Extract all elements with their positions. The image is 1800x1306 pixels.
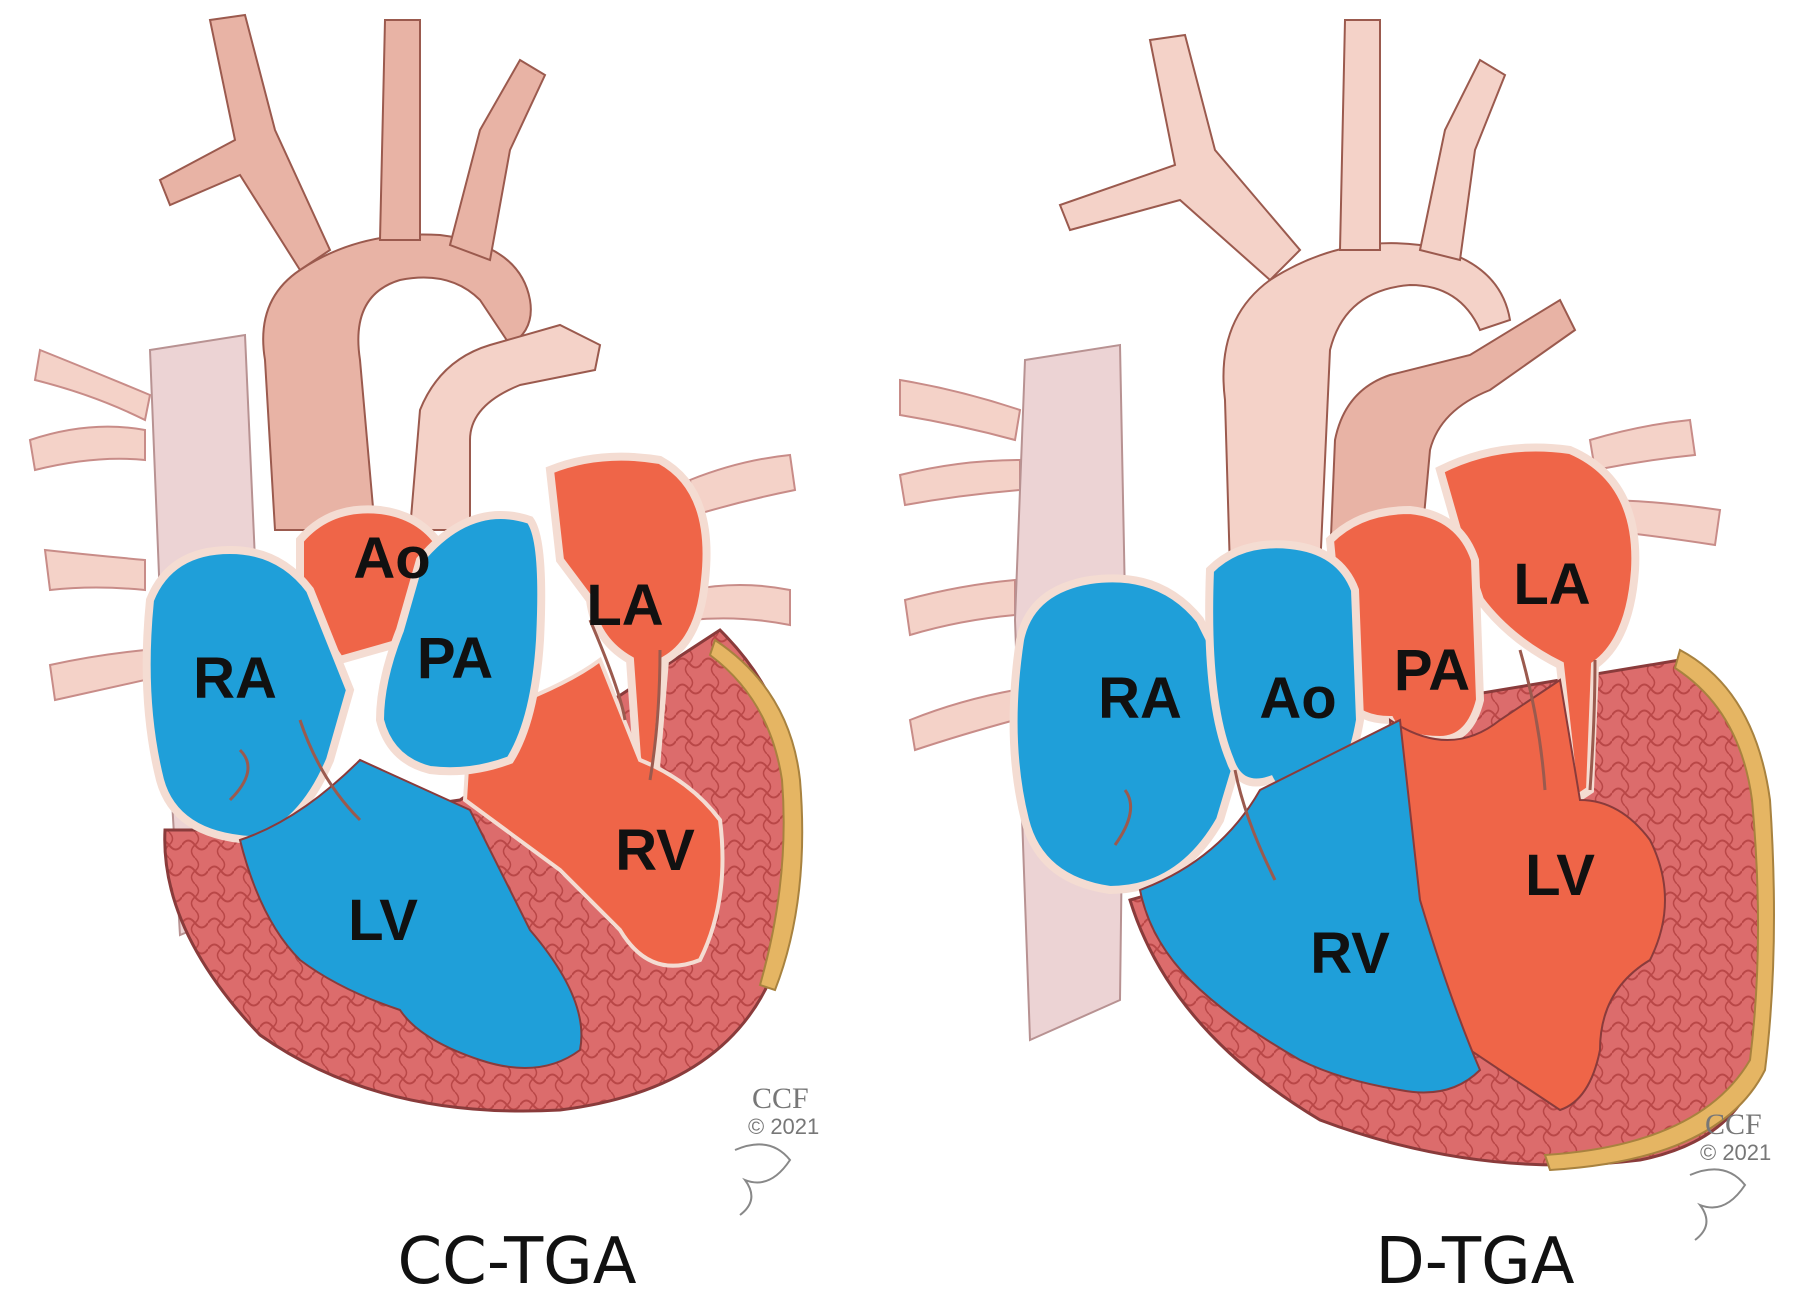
cc-tga-signature-icon xyxy=(734,1143,792,1216)
d-tga-pa-label: PA xyxy=(1394,638,1470,703)
d-tga-ra-label: RA xyxy=(1098,666,1182,731)
cc-tga-valve-outlines xyxy=(228,619,662,822)
cc-tga-pulmonary-artery-chamber xyxy=(375,511,546,776)
cc-tga-lv-label: LV xyxy=(348,888,418,953)
d-tga-head-vessels xyxy=(1058,19,1507,282)
cc-tga-la-label: LA xyxy=(586,573,663,638)
d-tga-valve-outlines xyxy=(1113,649,1597,881)
d-tga-pulmonary-trunk xyxy=(1328,298,1577,561)
d-tga-left-pulmonary-veins xyxy=(898,378,1022,752)
cc-tga-left-ventricle-chamber xyxy=(238,758,583,1069)
d-tga-heart: LA RA Ao PA LV RV CCF © 2021 D-TGA xyxy=(898,19,1775,1299)
d-tga-credit-year: © 2021 xyxy=(1700,1140,1771,1165)
d-tga-ao-label: Ao xyxy=(1259,666,1336,731)
d-tga-aortic-arch xyxy=(1222,242,1512,571)
cc-tga-rv-label: RV xyxy=(615,818,695,883)
right-pulmonary-veins xyxy=(688,453,797,627)
d-tga-right-ventricle-chamber xyxy=(1138,718,1482,1094)
d-tga-rv-label: RV xyxy=(1310,921,1390,986)
d-tga-right-atrium-chamber xyxy=(1009,574,1255,895)
d-tga-left-atrium-chamber xyxy=(1435,443,1640,807)
d-tga-lv-label: LV xyxy=(1525,843,1595,908)
d-tga-credit-mark: CCF xyxy=(1705,1108,1762,1141)
d-tga-signature-icon xyxy=(1689,1168,1747,1241)
cc-tga-ra-label: RA xyxy=(193,646,277,711)
cc-tga-credit-year: © 2021 xyxy=(748,1114,819,1139)
cc-tga-head-vessels xyxy=(158,13,547,272)
d-tga-pulmonary-artery-chamber xyxy=(1325,505,1485,745)
d-tga-epicardial-fat xyxy=(1543,648,1775,1172)
d-tga-caption: D-TGA xyxy=(1376,1225,1575,1299)
cc-tga-pa-label: PA xyxy=(417,626,493,691)
cc-tga-epicardial-fat xyxy=(708,638,804,992)
cc-tga-credit-mark: CCF xyxy=(752,1082,809,1115)
cc-tga-left-atrium-chamber xyxy=(545,452,711,811)
cc-tga-heart: Ao PA LA RA RV LV CCF © 2021 CC-TGA xyxy=(28,13,819,1299)
cc-tga-caption: CC-TGA xyxy=(397,1225,636,1299)
left-pulmonary-veins xyxy=(28,348,152,702)
d-tga-la-label: LA xyxy=(1513,552,1590,617)
cc-tga-ao-label: Ao xyxy=(353,526,430,591)
cc-tga-pulmonary-trunk xyxy=(408,323,602,531)
cc-tga-right-ventricle-chamber xyxy=(462,656,725,968)
